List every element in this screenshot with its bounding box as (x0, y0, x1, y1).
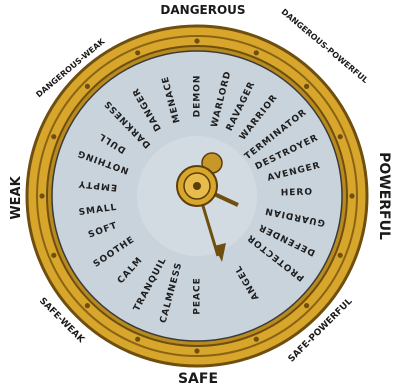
wheel-word: HERO (281, 187, 314, 198)
label-weak: WEAK (9, 175, 24, 219)
wheel-word: PEACE (193, 277, 203, 314)
rim-bolt (304, 84, 309, 89)
rim-bolt (39, 193, 44, 198)
wheel-word: DEMON (193, 75, 203, 118)
rim-bolt (194, 38, 199, 43)
rim-bolt (135, 337, 140, 342)
rim-bolt (349, 193, 354, 198)
rim-bolt (85, 84, 90, 89)
rim-bolt (51, 253, 56, 258)
rim-bolt (85, 303, 90, 308)
rim-bolt (338, 253, 343, 258)
label-safe: SAFE (178, 371, 218, 387)
rim-bolt (135, 50, 140, 55)
rim-bolt (194, 348, 199, 353)
label-powerful: POWERFUL (376, 152, 392, 240)
rim-bolt (51, 134, 56, 139)
rim-bolt (338, 134, 343, 139)
rim-bolt (254, 337, 259, 342)
label-dangerous: DANGEROUS (160, 3, 245, 17)
rim-bolt (304, 303, 309, 308)
rim-bolt (254, 50, 259, 55)
